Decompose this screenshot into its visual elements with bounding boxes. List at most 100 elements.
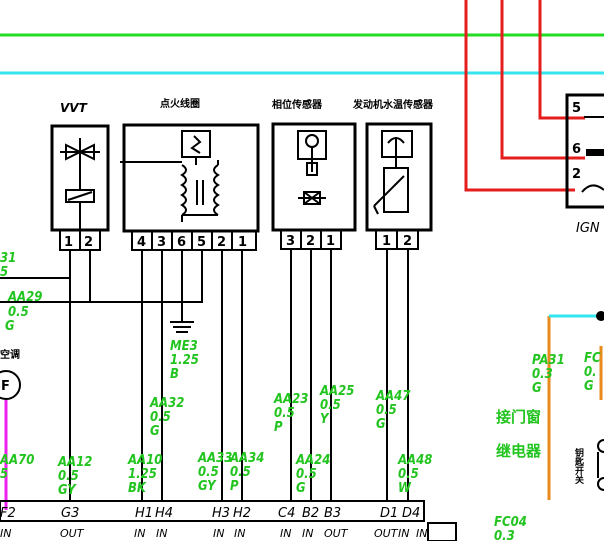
black-wires [0,249,409,501]
label-aa23-color: P [274,420,283,435]
label-aa47-code: AA47 [375,389,411,404]
camshaft-sensor-component: 相位传感器 3 2 1 [271,98,357,250]
label-aa23-code: AA23 [273,392,308,407]
ecu-pin-b2: B2 [302,506,319,521]
ecu-io-f2: IN [0,527,11,540]
label-aa24-code: AA24 [295,453,330,468]
label-fc04-code: FC04 [494,515,527,530]
label-aa10-color: BK [128,481,147,496]
ecu-pin-h1: H1 [135,506,153,521]
label-aa29-code: AA29 [7,290,42,305]
label-aa48-size: 0.5 [398,467,419,482]
label-aa48-code: AA48 [397,453,432,468]
label-aa29-size: 0.5 [8,305,29,320]
ecu-pin-f2: F2 [0,506,16,521]
label-aa23-size: 0.5 [274,406,295,421]
ecu-io-g3: OUT [60,527,85,540]
aircon-label: 空调 [0,348,20,361]
label-pa31-color: G [532,381,542,396]
key-switch-label: 钥匙开关 [573,447,585,485]
label-aa10-size: 1.25 [128,467,157,482]
label-aa12-code: AA12 [57,455,92,470]
ign-title: IGN [576,221,600,236]
coil-pin-6: 6 [177,235,186,250]
label-aa24-size: 0.5 [296,467,317,482]
cam-pin-3: 3 [286,234,295,249]
coolant-sensor-component: 发动机水温传感器 1 2 [352,98,434,250]
vvt-component: VVT 1 2 [50,101,110,251]
ecu-io-h1: IN [134,527,145,540]
ecu-connector: F2 G3 H1 H4 H3 H2 C4 B2 B3 D1 D4 IN OUT … [0,500,457,541]
camshaft-sensor-title: 相位传感器 [272,98,323,111]
ignition-coil-title: 点火线圈 [160,97,200,110]
ign-pin-6: 6 [572,142,581,157]
label-aa24-color: G [296,481,306,496]
relay-text-1: 接门窗 [496,408,541,426]
ecu-io-h4: IN [156,527,167,540]
label-aa32-code: AA32 [149,396,184,411]
ignition-coil-component: 点火线圈 4 3 6 5 2 1 [120,97,260,251]
relay-text-2: 继电器 [496,442,542,460]
label-aa33-color: GY [198,479,217,494]
ecu-io-extra: IN [416,527,427,540]
label-aa10-code: AA10 [127,453,162,468]
label-fc04-size: 0.3 [494,529,515,541]
ign-pin-2: 2 [572,167,581,182]
label-aa70-code: AA70 [0,453,34,468]
label-fc-size: 0. [584,365,597,380]
red-wires [464,0,585,192]
label-aa33-code: AA33 [197,451,232,466]
label-aa12-size: 0.5 [58,469,79,484]
ecu-pin-h2: H2 [233,506,251,521]
label-aa47-color: G [376,417,386,432]
ecu-pin-h3: H3 [212,506,230,521]
label-left-top-2: 5 [0,265,8,280]
label-me3-code: ME3 [170,339,198,354]
label-aa70-size: 5 [0,467,8,482]
ecu-pin-g3: G3 [61,506,79,521]
label-me3-size: 1.25 [170,353,199,368]
label-aa33-size: 0.5 [198,465,219,480]
ecu-io-h3: IN [213,527,224,540]
ecu-io-h2: IN [234,527,245,540]
ecu-io-d4: IN [398,527,409,540]
coolant-pin-1: 1 [382,234,391,249]
ign-pin-5: 5 [572,101,581,116]
label-pa31-code: PA31 [532,353,565,368]
cam-pin-1: 1 [326,234,335,249]
label-aa12-color: GY [58,483,77,498]
ecu-io-c4: IN [280,527,291,540]
fan-letter: F [1,379,10,394]
ecu-io-d1: OUT [374,527,399,540]
wire-labels: 31 5 AA29 0.5 G ME3 1.25 B AA32 0.5 G AA… [0,251,601,541]
ecu-io-b2: IN [302,527,313,540]
ecu-pin-h4: H4 [155,506,173,521]
label-fc-code: FC [584,351,601,366]
label-aa34-color: P [230,479,239,494]
ign-switch: 5 6 2 IGN [565,93,604,236]
label-aa47-size: 0.5 [376,403,397,418]
ecu-pin-c4: C4 [278,506,295,521]
coil-pin-5: 5 [197,235,206,250]
label-me3-color: B [170,367,179,382]
coil-pin-3: 3 [157,235,166,250]
label-aa29-color: G [5,319,15,334]
label-pa31-size: 0.3 [532,367,553,382]
label-aa32-size: 0.5 [150,410,171,425]
coil-pin-1: 1 [238,235,247,250]
label-aa34-size: 0.5 [230,465,251,480]
ecu-pin-d1: D1 [380,506,398,521]
label-fc-color: G [584,379,594,394]
ecu-pin-b3: B3 [324,506,341,521]
label-aa25-size: 0.5 [320,398,341,413]
ground-symbol [170,321,194,333]
ecu-pin-d4: D4 [402,506,420,521]
label-aa34-code: AA34 [229,451,264,466]
coil-pin-2: 2 [217,235,226,250]
vvt-title: VVT [60,101,88,115]
label-left-top-1: 31 [0,251,16,266]
coolant-pin-2: 2 [403,234,412,249]
coolant-sensor-title: 发动机水温传感器 [352,98,434,111]
fan-symbol: F [0,370,21,400]
